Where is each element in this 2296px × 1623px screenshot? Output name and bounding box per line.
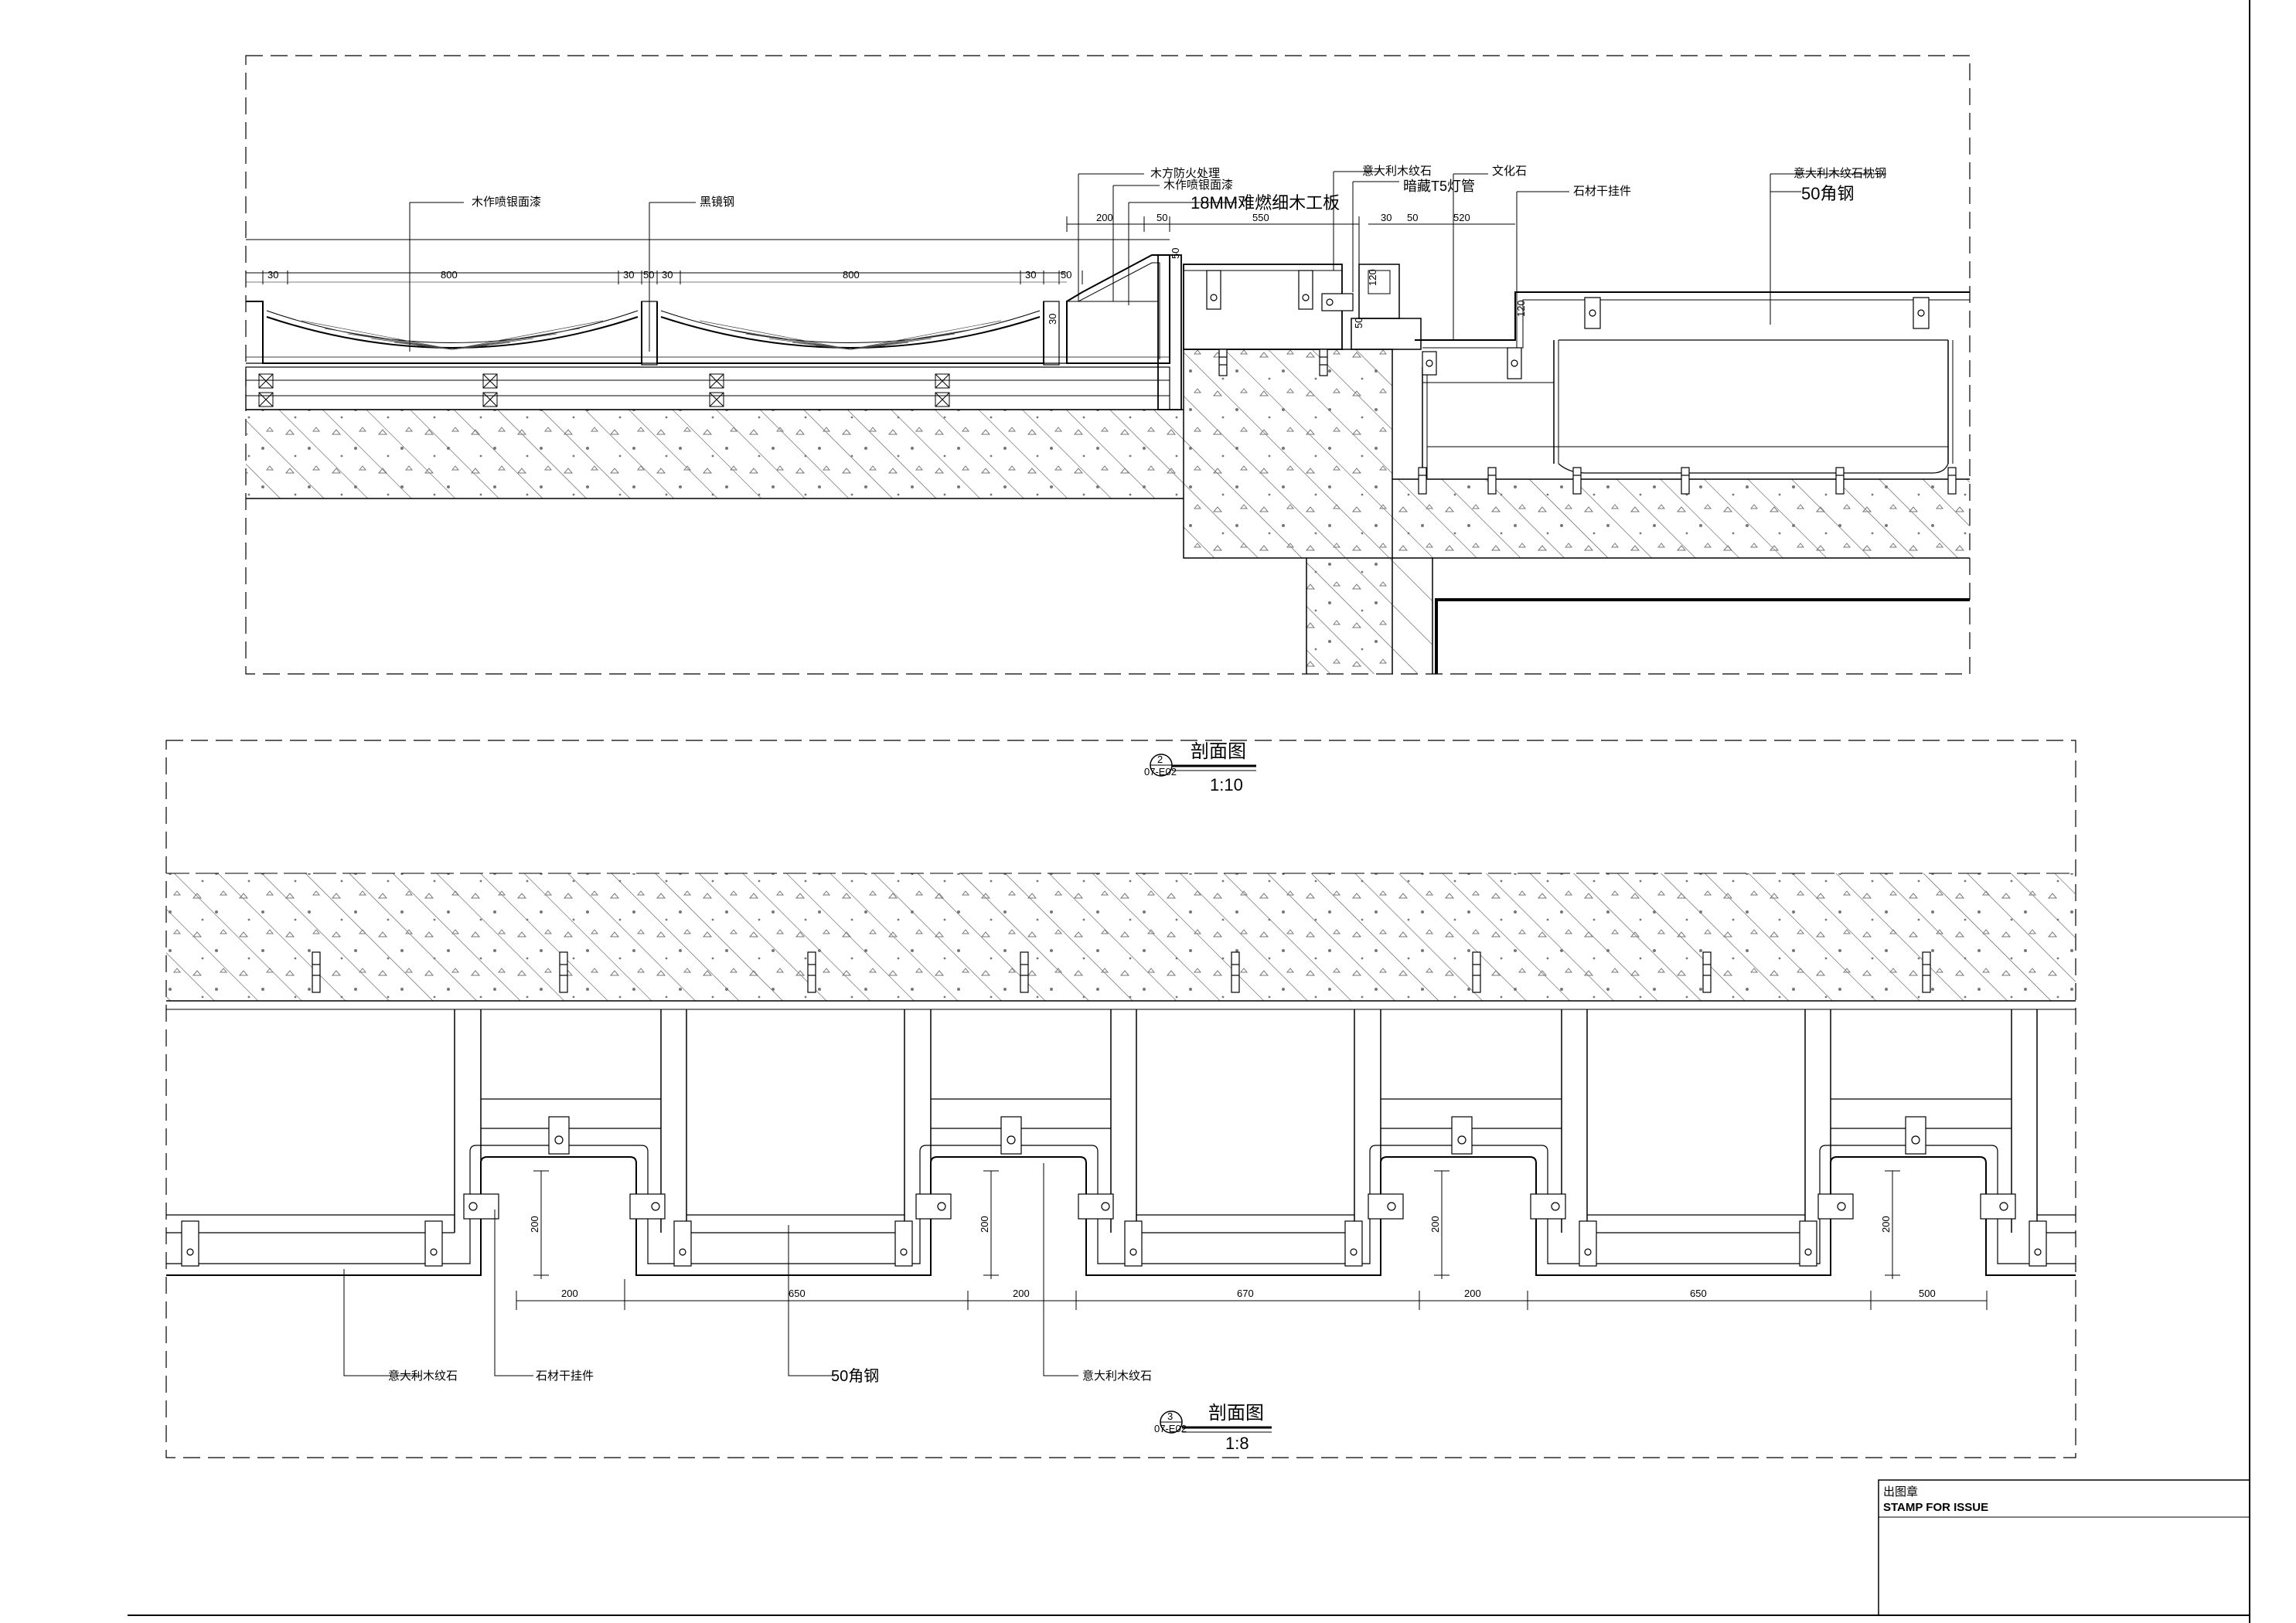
radial-lines-right — [699, 320, 1002, 350]
stamp-box: 出图章 STAMP FOR ISSUE — [1878, 1479, 2250, 1616]
dim: 30 — [267, 269, 278, 281]
dim: 800 — [441, 269, 458, 281]
section1-anchors — [1218, 349, 1957, 495]
marker-reference: 07-E02 — [1144, 766, 1177, 777]
section2-vertical-dims — [533, 1170, 1900, 1279]
section-scale: 1:10 — [1210, 775, 1243, 794]
section2-posts — [454, 1009, 2038, 1233]
section-scale: 1:8 — [1225, 1434, 1249, 1453]
radial-lines-left — [301, 320, 604, 350]
dim: 120 — [1515, 300, 1527, 317]
dim: 200 — [1880, 1216, 1892, 1233]
label-fireproof: 木方防火处理 — [1150, 167, 1220, 180]
dim: 200 — [979, 1216, 990, 1233]
section2-annotations: 意大利木纹石 石材干挂件 50角钢 意大利木纹石 — [388, 1367, 1152, 1385]
label-hanger: 石材干挂件 — [1573, 185, 1631, 198]
dim: 50 — [1353, 318, 1364, 328]
joist-crosses — [258, 373, 950, 407]
section-2-drawing — [165, 740, 2076, 1458]
section1-leaders — [409, 171, 1886, 352]
dim: 30 — [662, 269, 673, 281]
dim: 50 — [1170, 248, 1181, 259]
label-culture-stone: 文化石 — [1492, 165, 1527, 178]
section2-title-block: 3 07-E02 剖面图 1:8 — [1154, 1403, 1272, 1453]
dim: 200 — [1429, 1216, 1441, 1233]
dim: 50 — [643, 269, 654, 281]
label-board: 18MM难燃细木工板 — [1191, 193, 1340, 213]
dim: 200 — [1096, 212, 1113, 223]
dim: 800 — [843, 269, 860, 281]
dim: 670 — [1237, 1288, 1254, 1299]
dim: 200 — [1464, 1288, 1481, 1299]
dim: 50 — [1061, 269, 1071, 281]
section1-annotations: 木作喷银面漆 黑镜钢 木方防火处理 木作喷银面漆 18MM难燃细木工板 意大利木… — [472, 164, 1886, 213]
label-marble: 意大利木纹石 — [388, 1369, 458, 1383]
label-black-mirror: 黑镜钢 — [700, 195, 734, 209]
section2-leaders — [343, 1163, 1078, 1376]
stamp-sublabel: STAMP FOR ISSUE — [1883, 1501, 1988, 1514]
dim: 650 — [789, 1288, 806, 1299]
label-angle-steel: 50角钢 — [1801, 184, 1854, 203]
label-led: 暗藏T5灯管 — [1403, 179, 1475, 194]
dim: 200 — [529, 1216, 540, 1233]
dim: 200 — [561, 1288, 578, 1299]
section2-rails — [166, 1098, 2076, 1233]
section2-clips — [181, 1116, 2047, 1267]
label-hanger: 石材干挂件 — [536, 1370, 594, 1383]
section2-anchors — [312, 951, 1931, 993]
dim: 500 — [1919, 1288, 1936, 1299]
marker-reference: 07-E02 — [1154, 1423, 1187, 1434]
section1-dimensions: 30 800 30 50 30 800 30 50 200 50 550 30 … — [267, 212, 1527, 328]
dim: 650 — [1690, 1288, 1707, 1299]
dim: 30 — [1025, 269, 1036, 281]
label-paint-finish: 木作喷银面漆 — [472, 196, 541, 209]
section-1-drawing — [245, 55, 1971, 675]
dim: 550 — [1252, 212, 1269, 223]
label-angle-steel: 50角钢 — [831, 1367, 879, 1385]
marker-number: 3 — [1167, 1410, 1173, 1422]
label-wood-paint: 木作喷银面漆 — [1163, 179, 1233, 192]
label-marble: 意大利木纹石 — [1362, 164, 1432, 178]
dim: 30 — [623, 269, 634, 281]
section-title: 剖面图 — [1208, 1403, 1264, 1424]
section-title: 剖面图 — [1191, 741, 1246, 762]
dim: 30 — [1381, 212, 1392, 223]
dim: 30 — [1047, 314, 1058, 325]
label-marble: 意大利木纹石 — [1082, 1369, 1152, 1383]
section2-bottom-dims — [516, 1279, 1988, 1310]
dim: 200 — [1013, 1288, 1030, 1299]
dim: 50 — [1407, 212, 1418, 223]
section1-dimension-ticks — [262, 216, 1515, 284]
section1-title-block: 2 07-E02 剖面图 1:10 — [1144, 741, 1256, 794]
section2-dimensions: 200 650 200 670 200 650 500 200 200 200 … — [529, 1216, 1936, 1299]
section1-clips — [1206, 270, 1930, 379]
dim: 50 — [1157, 212, 1167, 223]
stamp-label: 出图章 — [1883, 1485, 1918, 1499]
marker-number: 2 — [1157, 754, 1163, 765]
label-marble-steel: 意大利木纹石枕钢 — [1794, 166, 1886, 180]
dim: 120 — [1367, 269, 1378, 286]
dim: 520 — [1453, 212, 1470, 223]
